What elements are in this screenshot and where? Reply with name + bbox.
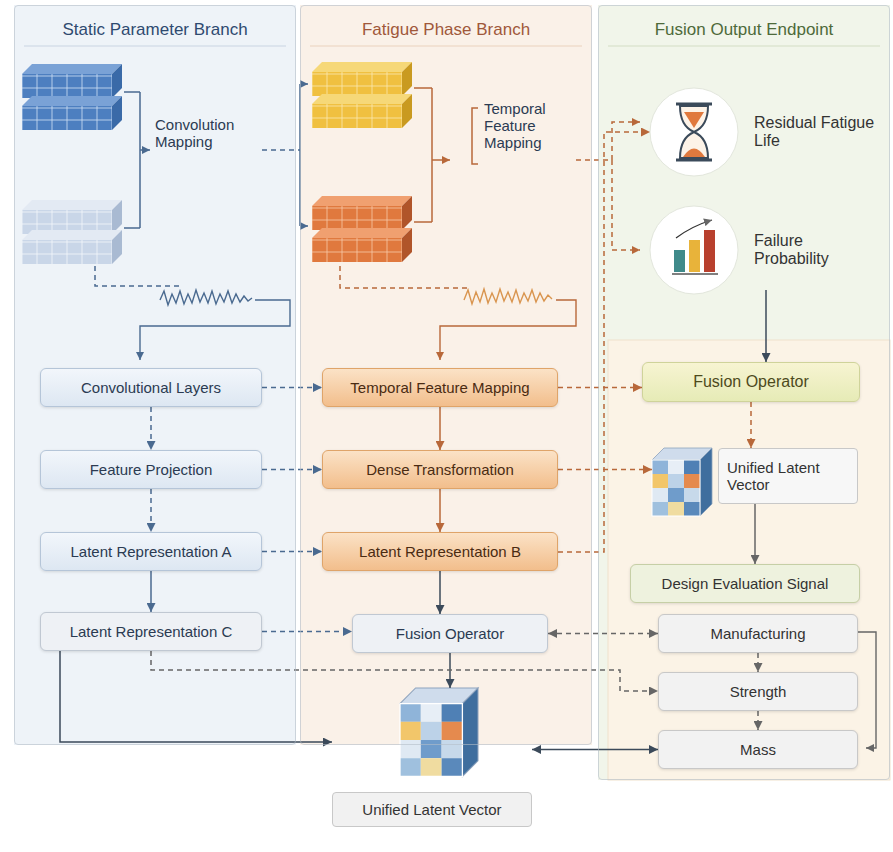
constraint-box: Manufacturing — [658, 614, 858, 653]
latent-vector: Unified Latent Vector — [652, 448, 858, 504]
connector — [558, 387, 642, 389]
connector — [765, 290, 767, 362]
connector — [558, 132, 650, 552]
node-text: Temporal Feature Mapping — [331, 379, 549, 396]
process-box: Feature Projection — [40, 450, 262, 489]
node-text: Latent Representation A — [49, 543, 253, 560]
signal-box: Design Evaluation Signal — [630, 564, 860, 603]
node-text: Latent Representation B — [331, 543, 549, 560]
connector — [757, 653, 759, 672]
connector — [439, 407, 441, 450]
connector — [262, 469, 322, 471]
node-text: Fusion Operator — [651, 373, 851, 391]
node-text: Latent Representation C — [49, 623, 253, 640]
branch-band: Fusion Output EndpointResidual Fatigue L… — [598, 5, 890, 780]
output-icon: Residual Fatigue Life — [650, 92, 882, 172]
process-box: Latent Representation C — [40, 612, 262, 651]
connector — [60, 651, 332, 742]
connector — [262, 631, 352, 633]
constraint-bracket — [858, 632, 876, 748]
node-text: Unified Latent Vector — [718, 448, 858, 504]
node-text: Unified Latent Vector — [332, 792, 532, 827]
fusion-box: Fusion Operator — [642, 362, 860, 402]
connector — [750, 402, 752, 448]
connector — [532, 749, 658, 751]
connector — [150, 407, 152, 450]
fusion-box: Fusion Operator — [352, 614, 548, 653]
connector — [150, 489, 152, 532]
connector — [439, 489, 441, 532]
tensor-blocks — [22, 62, 412, 264]
connector — [262, 551, 322, 553]
process-box: Latent Representation A — [40, 532, 262, 571]
band-fill — [14, 5, 890, 780]
connector — [439, 571, 441, 614]
constraint-box: Strength — [658, 672, 858, 711]
node-text: Design Evaluation Signal — [639, 575, 851, 592]
node-text: Convolutional Layers — [49, 379, 253, 396]
connector — [757, 711, 759, 730]
branch-band: Fatigue Phase BranchTemporal Feature Map… — [300, 5, 592, 745]
connector — [754, 504, 756, 564]
node-text: Feature Projection — [49, 461, 253, 478]
output-icon: Failure Probability — [650, 210, 882, 290]
process-box: Convolutional Layers — [40, 368, 262, 407]
constraint-box: Mass — [658, 730, 858, 769]
node-text: Dense Transformation — [331, 461, 549, 478]
connector — [262, 387, 322, 389]
process-box: Temporal Feature Mapping — [322, 368, 558, 407]
node-text: Residual Fatigue Life — [754, 114, 882, 150]
connector — [151, 651, 658, 691]
latent-vector: Unified Latent Vector — [332, 688, 532, 827]
connector — [558, 469, 652, 471]
annotation-label: Temporal Feature Mapping — [484, 100, 576, 151]
band-heading: Static Parameter Branch — [15, 6, 295, 40]
connector — [150, 571, 152, 612]
annotation-label: Convolution Mapping — [155, 116, 255, 150]
signal-waves — [140, 289, 576, 360]
connector — [548, 633, 658, 635]
band-heading: Fatigue Phase Branch — [301, 6, 591, 40]
node-text: Mass — [667, 741, 849, 758]
band-heading: Fusion Output Endpoint — [599, 6, 889, 40]
latent-cubes — [400, 448, 712, 776]
mapping-brackets — [95, 84, 640, 288]
node-text: Failure Probability — [754, 232, 882, 268]
output-icons — [650, 88, 738, 294]
process-box: Latent Representation B — [322, 532, 558, 571]
node-text: Strength — [667, 683, 849, 700]
process-box: Dense Transformation — [322, 450, 558, 489]
node-text: Manufacturing — [667, 625, 849, 642]
node-text: Fusion Operator — [361, 625, 539, 642]
